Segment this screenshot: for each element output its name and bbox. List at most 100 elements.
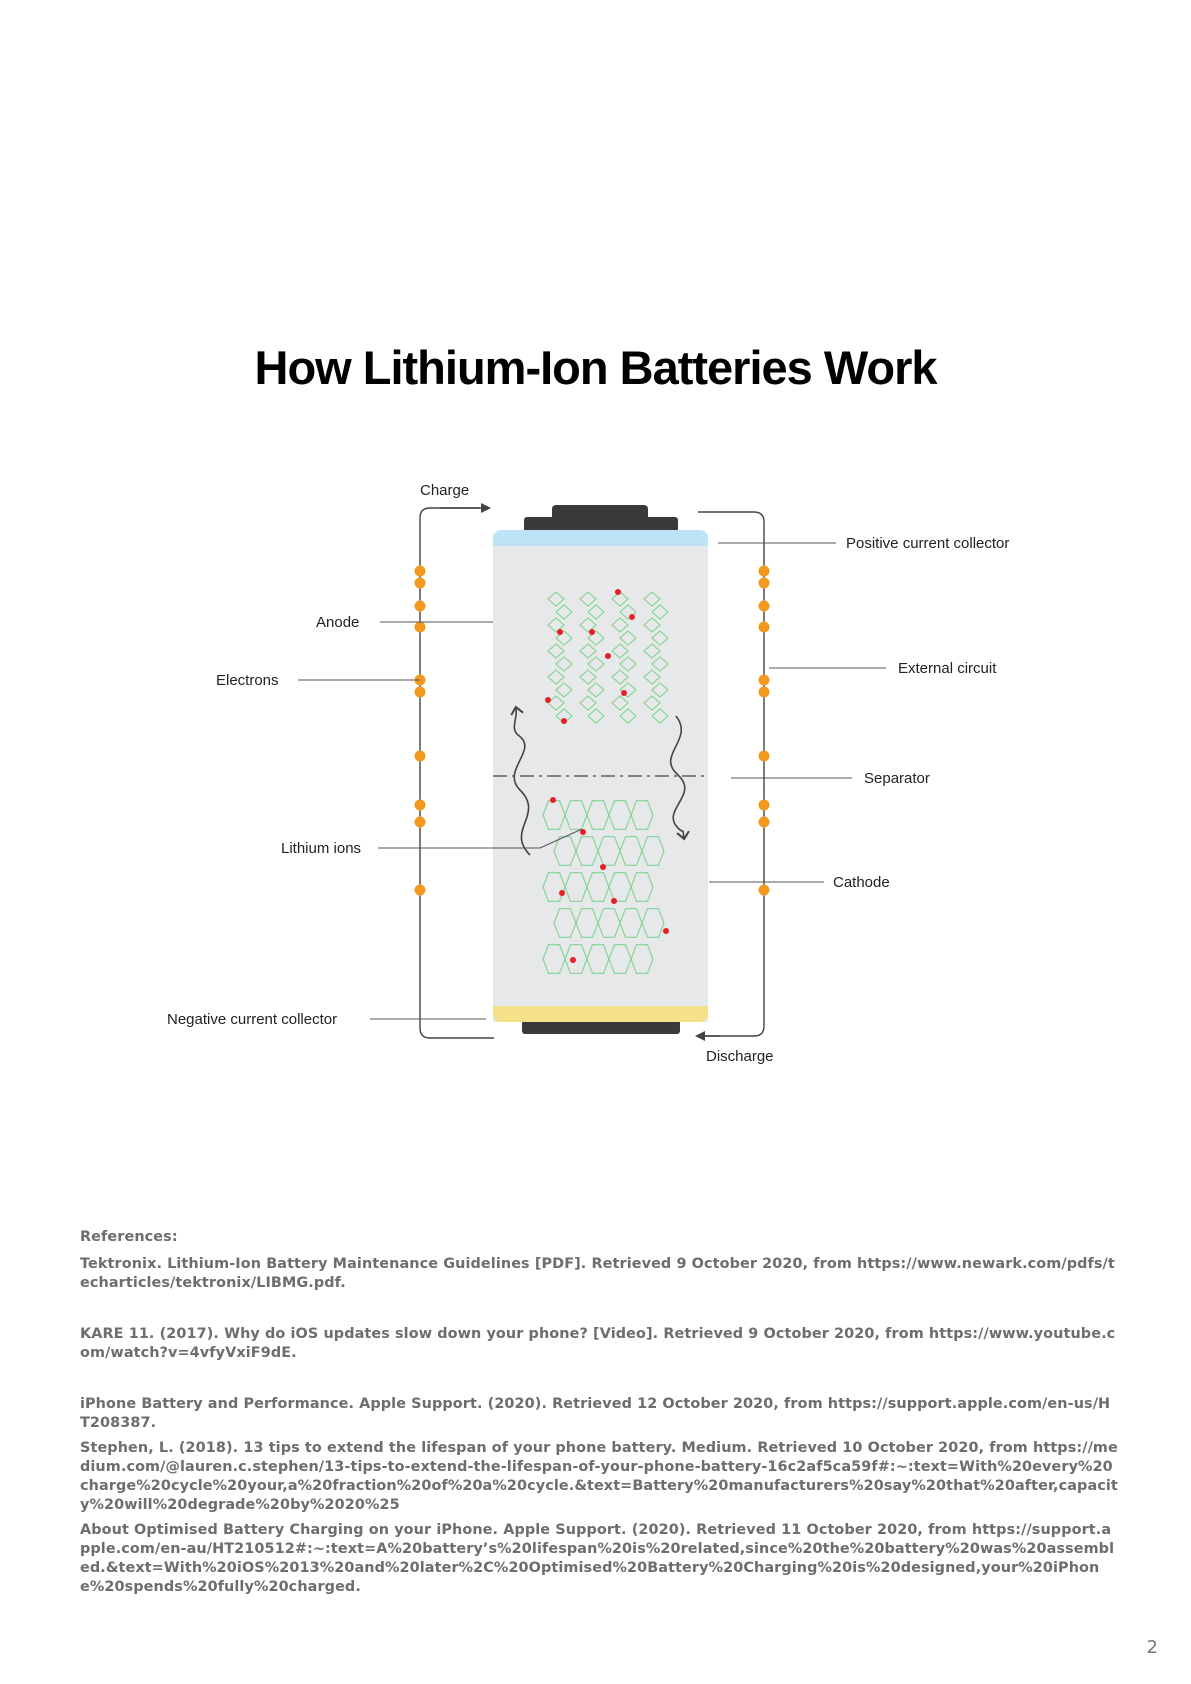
cathode-cell (564, 872, 588, 902)
electron-dot (758, 674, 770, 686)
anode-cell (651, 682, 669, 698)
anode-cell (547, 669, 565, 685)
lithium-ion-dot (605, 653, 611, 659)
lithium-ion-dot (611, 898, 617, 904)
cathode-cell (553, 836, 577, 866)
anode-cell (587, 656, 605, 672)
discharge-label: Discharge (706, 1048, 774, 1065)
electron-dot (414, 565, 426, 577)
lithium-ion-dot (561, 718, 567, 724)
cathode-label: Cathode (833, 874, 890, 891)
lithium-ion-dot (600, 864, 606, 870)
reference-item: Stephen, L. (2018). 13 tips to extend th… (80, 1440, 1118, 1513)
cathode-cell (630, 800, 654, 830)
anode-cell (619, 708, 637, 724)
electron-dot (414, 750, 426, 762)
anode-cell (611, 695, 629, 711)
lithium-ion-dot (550, 797, 556, 803)
battery-diagram: Charge Discharge Positive current collec… (167, 482, 1009, 1065)
anode-cell (587, 708, 605, 724)
anode-cell (547, 617, 565, 633)
electron-dot (414, 621, 426, 633)
lithium-ion-dot (545, 697, 551, 703)
anode-lattice (547, 591, 669, 724)
cathode-cell (641, 836, 665, 866)
reference-item: Tektronix. Lithium-Ion Battery Maintenan… (80, 1256, 1115, 1291)
references-section: References: Tektronix. Lithium-Ion Batte… (80, 1228, 1120, 1603)
lithium-ions-group (545, 589, 669, 963)
anode-cell (651, 708, 669, 724)
cathode-cell (597, 908, 621, 938)
lithium-ion-dot (663, 928, 669, 934)
cathode-cell (641, 908, 665, 938)
cathode-lattice (542, 800, 665, 974)
separator-label: Separator (864, 770, 930, 787)
electron-dot (414, 600, 426, 612)
page-title: How Lithium-Ion Batteries Work (254, 341, 938, 394)
anode-cell (555, 682, 573, 698)
anode-label: Anode (316, 614, 359, 631)
electron-dot (414, 577, 426, 589)
anode-cell (611, 617, 629, 633)
lithium-ions-label: Lithium ions (281, 840, 361, 857)
reference-item: About Optimised Battery Charging on your… (80, 1522, 1115, 1595)
anode-cell (579, 591, 597, 607)
references-heading: References: (80, 1229, 178, 1245)
electron-dot (758, 884, 770, 896)
anode-cell (579, 643, 597, 659)
lithium-ion-dot (629, 614, 635, 620)
anode-cell (579, 695, 597, 711)
external-circuit-label: External circuit (898, 660, 997, 677)
positive-current-collector-label: Positive current collector (846, 535, 1009, 552)
anode-cell (651, 630, 669, 646)
cathode-cell (586, 800, 610, 830)
anode-cell (643, 695, 661, 711)
cathode-cell (608, 872, 632, 902)
leader-lines (298, 542, 886, 1020)
lithium-ion-dot (615, 589, 621, 595)
lithium-ion-dot (570, 957, 576, 963)
cathode-cell (542, 872, 566, 902)
cathode-cell (542, 944, 566, 974)
external-circuit-wire (419, 507, 765, 1039)
cathode-cell (575, 908, 599, 938)
electron-dot (758, 816, 770, 828)
anode-cell (547, 643, 565, 659)
electrons-label: Electrons (216, 672, 279, 689)
anode-cell (587, 630, 605, 646)
charge-label: Charge (420, 482, 469, 499)
lithium-ion-dot (559, 890, 565, 896)
cathode-cell (575, 836, 599, 866)
cathode-cell (586, 944, 610, 974)
electron-dot (758, 799, 770, 811)
anode-cell (555, 656, 573, 672)
anode-cell (555, 604, 573, 620)
electron-dot (414, 686, 426, 698)
lithium-ion-dot (589, 629, 595, 635)
ion-flow-up-arrow (510, 705, 531, 856)
anode-cell (555, 630, 573, 646)
anode-cell (643, 669, 661, 685)
anode-cell (619, 604, 637, 620)
cathode-cell (597, 836, 621, 866)
ion-flow-down-arrow (669, 715, 690, 841)
cathode-cell (586, 872, 610, 902)
electron-dot (414, 884, 426, 896)
electron-dot (758, 577, 770, 589)
anode-cell (611, 669, 629, 685)
cathode-cell (630, 872, 654, 902)
anode-cell (651, 656, 669, 672)
anode-cell (643, 591, 661, 607)
cathode-cell (553, 908, 577, 938)
page-number: 2 (1146, 1637, 1158, 1658)
electron-dot (758, 750, 770, 762)
anode-cell (579, 617, 597, 633)
anode-cell (643, 643, 661, 659)
anode-cell (587, 682, 605, 698)
anode-cell (579, 669, 597, 685)
anode-cell (619, 630, 637, 646)
anode-cell (619, 656, 637, 672)
negative-current-collector-label: Negative current collector (167, 1011, 337, 1028)
anode-cell (643, 617, 661, 633)
reference-item: KARE 11. (2017). Why do iOS updates slow… (80, 1326, 1116, 1361)
